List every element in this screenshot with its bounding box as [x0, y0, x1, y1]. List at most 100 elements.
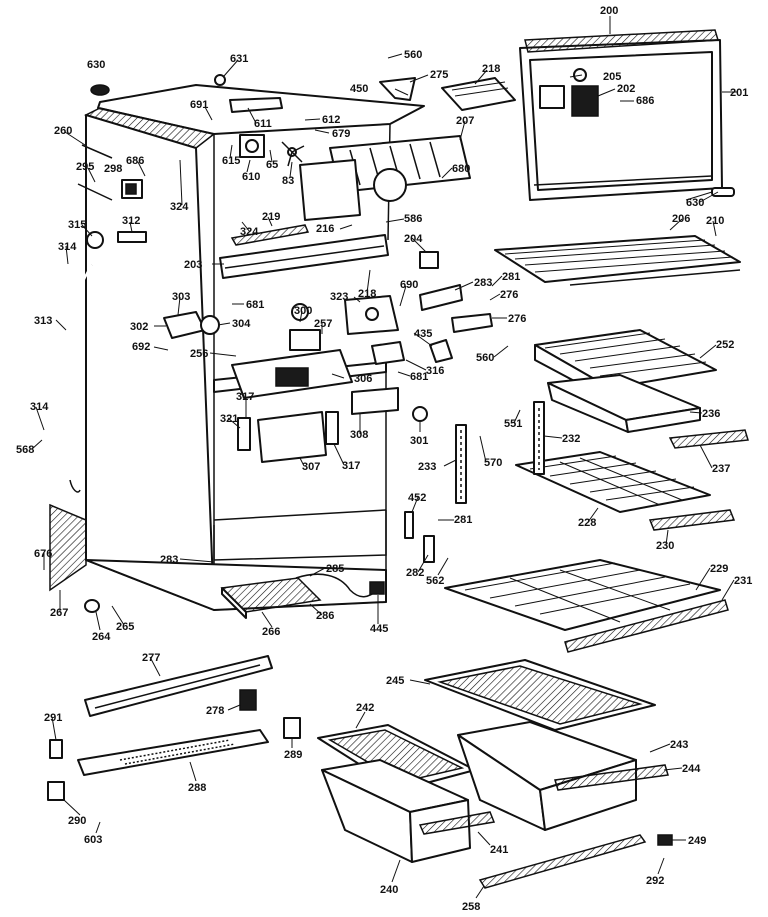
label-612: 612 [322, 114, 340, 126]
nut-631 [214, 74, 226, 86]
label-560b: 560 [476, 352, 494, 364]
label-560: 560 [404, 49, 422, 61]
label-301: 301 [410, 435, 428, 447]
roller-435 [429, 339, 453, 363]
bracket-317b [325, 411, 339, 445]
label-306: 306 [354, 373, 372, 385]
label-317b: 317 [342, 460, 360, 472]
label-265: 265 [116, 621, 134, 633]
label-295: 295 [76, 161, 94, 173]
hinge-283 [419, 284, 463, 311]
label-450: 450 [350, 83, 368, 95]
clip-291 [49, 739, 63, 759]
hinge-275 [379, 77, 416, 101]
trim-strip-258 [478, 834, 647, 889]
label-551: 551 [504, 418, 522, 430]
bracket-308 [351, 387, 399, 415]
label-313: 313 [34, 315, 52, 327]
label-243: 243 [670, 739, 688, 751]
label-291: 291 [44, 712, 62, 724]
damper-303 [163, 311, 220, 339]
bumper-630-top [90, 84, 110, 96]
label-630b: 630 [686, 197, 704, 209]
light-shield-307 [257, 411, 327, 463]
label-679: 679 [332, 128, 350, 140]
fitting-312 [117, 231, 147, 243]
label-690: 690 [400, 279, 418, 291]
label-277: 277 [142, 652, 160, 664]
label-317: 317 [236, 391, 254, 403]
bracket-611 [229, 97, 283, 113]
divider-203 [219, 234, 389, 279]
label-202: 202 [617, 83, 635, 95]
leveler-249 [657, 834, 673, 846]
bracket-317a [237, 417, 251, 451]
label-615: 615 [222, 155, 240, 167]
label-256: 256 [190, 348, 208, 360]
label-562: 562 [426, 575, 444, 587]
freezer-shelf-206 [494, 235, 741, 286]
label-267: 267 [50, 607, 68, 619]
label-257: 257 [314, 318, 332, 330]
label-676: 676 [34, 548, 52, 560]
label-83: 83 [282, 175, 294, 187]
label-245: 245 [386, 675, 404, 687]
tube-313 [60, 264, 94, 493]
leader-lines [31, 16, 738, 899]
harness-285 [295, 573, 385, 598]
bulb-278 [239, 689, 257, 711]
callout-labels: 200 205 202 686 201 630 631 560 275 218 … [16, 5, 752, 913]
mount-323 [344, 295, 399, 335]
air-duct-219 [230, 224, 310, 246]
thermostat-300 [289, 303, 321, 351]
label-611: 611 [254, 118, 272, 130]
label-266: 266 [262, 626, 280, 638]
label-276: 276 [500, 289, 518, 301]
label-452: 452 [408, 492, 426, 504]
crisper-drawer-243 [457, 721, 669, 831]
label-283: 283 [474, 277, 492, 289]
fan-blade-83 [281, 141, 305, 167]
label-610: 610 [242, 171, 260, 183]
label-201: 201 [730, 87, 748, 99]
label-242: 242 [356, 702, 374, 714]
label-233: 233 [418, 461, 436, 473]
bracket-289 [283, 717, 301, 739]
label-231: 231 [734, 575, 752, 587]
label-205: 205 [603, 71, 621, 83]
label-288: 288 [188, 782, 206, 794]
shelf-trim-231 [564, 599, 729, 653]
evaporator-cover-207 [299, 135, 471, 221]
label-241: 241 [490, 844, 508, 856]
label-586: 586 [404, 213, 422, 225]
label-282: 282 [406, 567, 424, 579]
label-218: 218 [482, 63, 500, 75]
label-680: 680 [452, 163, 470, 175]
label-308: 308 [350, 429, 368, 441]
label-237: 237 [712, 463, 730, 475]
label-603: 603 [84, 834, 102, 846]
ice-tray-218 [441, 77, 516, 111]
label-228: 228 [578, 517, 596, 529]
bracket-316 [371, 341, 405, 365]
lever-295 [77, 183, 113, 201]
label-200: 200 [600, 5, 618, 17]
label-258: 258 [462, 901, 480, 913]
label-207: 207 [456, 115, 474, 127]
label-681b: 681 [410, 371, 428, 383]
label-300: 300 [294, 305, 312, 317]
shelf-rail-232 [533, 401, 545, 475]
label-283b: 283 [160, 554, 178, 566]
label-210: 210 [706, 215, 724, 227]
label-315: 315 [68, 219, 86, 231]
label-445: 445 [370, 623, 388, 635]
label-281b: 281 [454, 514, 472, 526]
food-shelf-229 [444, 559, 721, 631]
label-232: 232 [562, 433, 580, 445]
label-314: 314 [58, 241, 77, 253]
fan-motor-610 [239, 134, 265, 158]
bracket-298 [121, 179, 143, 199]
shelf-trim-230 [648, 509, 736, 531]
